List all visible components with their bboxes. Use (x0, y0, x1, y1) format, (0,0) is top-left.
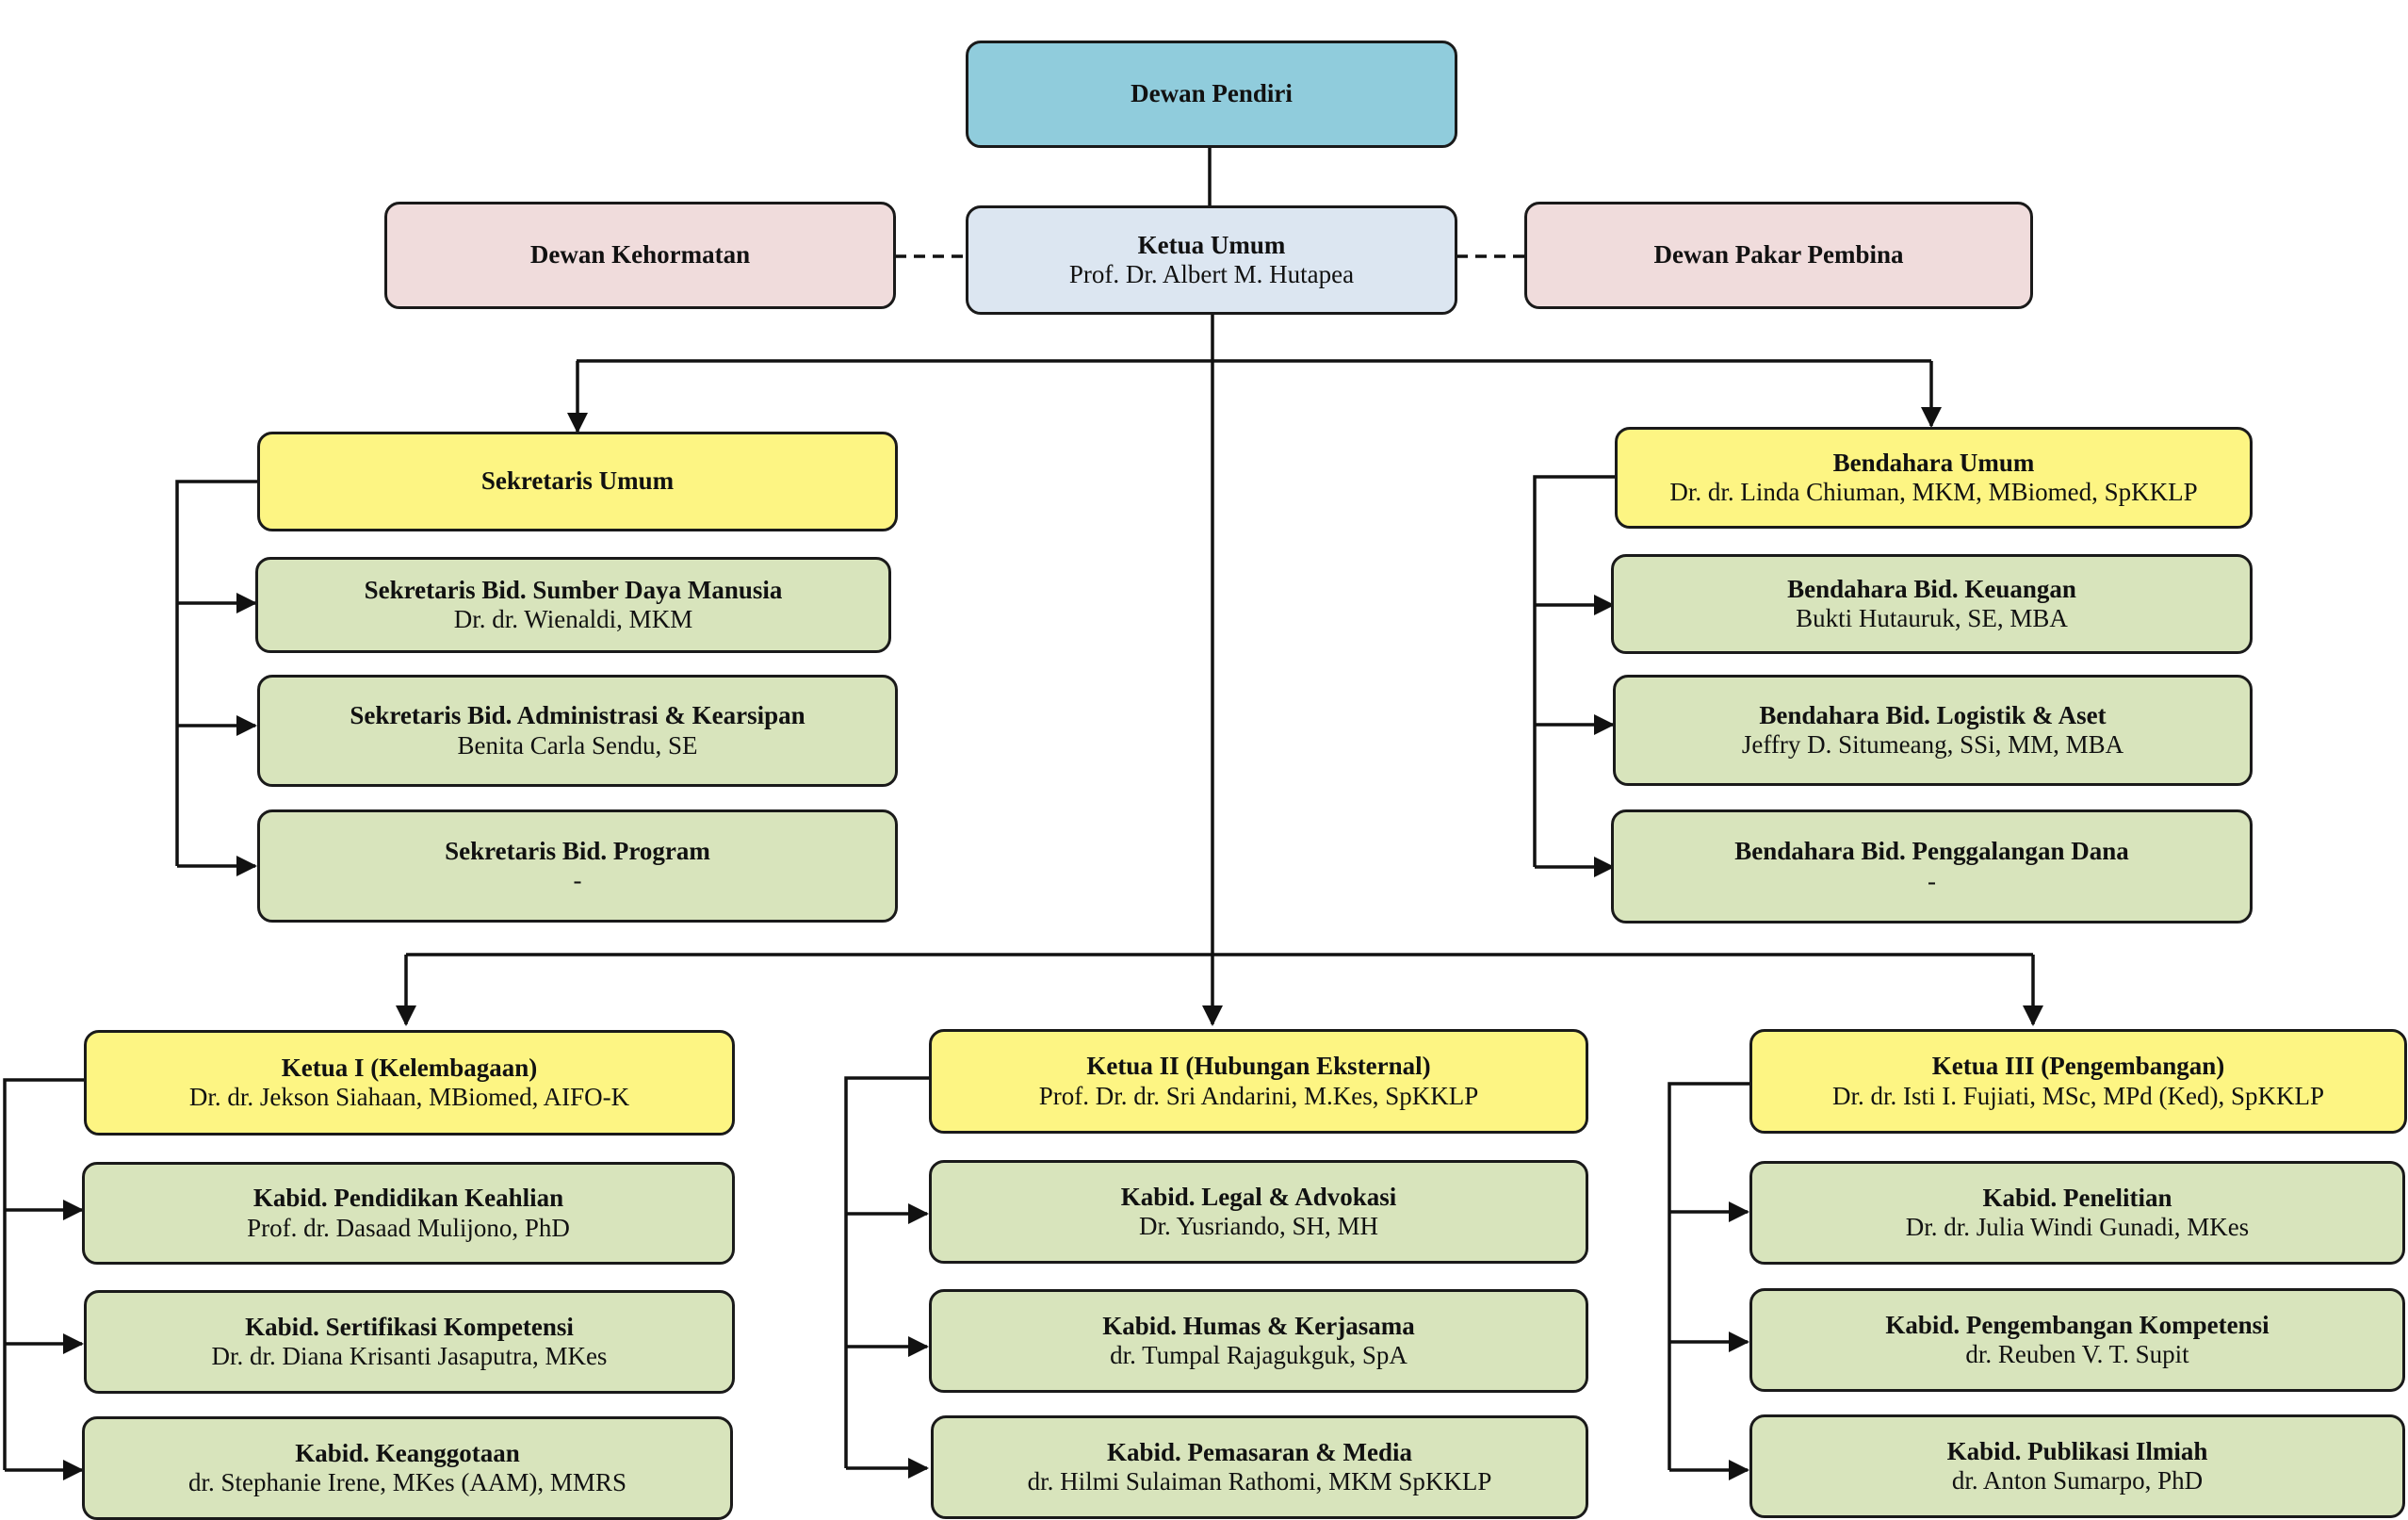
sekretaris-umum-title: Sekretaris Umum (480, 466, 675, 496)
sekretaris-item-3-title: Sekretaris Bid. Program (445, 836, 710, 865)
ketua1-title: Ketua I (Kelembagaan) (281, 1053, 538, 1082)
ketua1-item-3-title: Kabid. Keanggotaan (295, 1438, 520, 1467)
ketua1-box: Ketua I (Kelembagaan) Dr. dr. Jekson Sia… (84, 1030, 735, 1136)
ketua2-item-2: Kabid. Humas & Kerjasama dr. Tumpal Raja… (929, 1289, 1588, 1393)
dewan-pakar-box: Dewan Pakar Pembina (1524, 202, 2033, 309)
bracket-ketua1 (3, 1078, 84, 1470)
ketua1-item-1-title: Kabid. Pendidikan Keahlian (252, 1184, 564, 1213)
bendahara-item-3: Bendahara Bid. Penggalangan Dana - (1611, 809, 2253, 923)
ketua2-name: Prof. Dr. dr. Sri Andarini, M.Kes, SpKKL… (1038, 1081, 1479, 1110)
ketua1-item-3: Kabid. Keanggotaan dr. Stephanie Irene, … (82, 1416, 733, 1520)
bracket-ketua2 (844, 1076, 929, 1468)
ketua1-item-1-name: Prof. dr. Dasaad Mulijono, PhD (247, 1213, 570, 1242)
bracket-sekretaris (175, 480, 257, 866)
ketua3-box: Ketua III (Pengembangan) Dr. dr. Isti I.… (1749, 1029, 2407, 1134)
ketua2-item-3-title: Kabid. Pemasaran & Media (1107, 1437, 1412, 1466)
bendahara-item-3-name: - (1928, 866, 1936, 895)
ketua2-item-3: Kabid. Pemasaran & Media dr. Hilmi Sulai… (931, 1415, 1588, 1519)
bendahara-item-2-title: Bendahara Bid. Logistik & Aset (1759, 700, 2107, 729)
ketua1-item-2-title: Kabid. Sertifikasi Kompetensi (245, 1312, 574, 1341)
ketua3-item-3-name: dr. Anton Sumarpo, PhD (1951, 1466, 2204, 1495)
dewan-pendiri-box: Dewan Pendiri (966, 41, 1457, 148)
ketua-umum-box: Ketua Umum Prof. Dr. Albert M. Hutapea (966, 205, 1457, 315)
ketua3-title: Ketua III (Pengembangan) (1931, 1052, 2225, 1081)
sekretaris-umum-box: Sekretaris Umum (257, 432, 898, 531)
sekretaris-item-1-title: Sekretaris Bid. Sumber Daya Manusia (364, 575, 783, 604)
sekretaris-item-2-title: Sekretaris Bid. Administrasi & Kearsipan (350, 701, 805, 730)
ketua3-item-3: Kabid. Publikasi Ilmiah dr. Anton Sumarp… (1749, 1414, 2405, 1518)
ketua1-item-3-name: dr. Stephanie Irene, MKes (AAM), MMRS (188, 1468, 626, 1496)
dewan-pakar-title: Dewan Pakar Pembina (1653, 240, 1904, 270)
ketua3-item-3-title: Kabid. Publikasi Ilmiah (1946, 1436, 2208, 1465)
ketua2-item-1-name: Dr. Yusriando, SH, MH (1138, 1212, 1378, 1240)
ketua2-box: Ketua II (Hubungan Eksternal) Prof. Dr. … (929, 1029, 1588, 1134)
sekretaris-item-1-name: Dr. dr. Wienaldi, MKM (453, 605, 693, 633)
bendahara-item-3-title: Bendahara Bid. Penggalangan Dana (1734, 837, 2129, 866)
ketua3-name: Dr. dr. Isti I. Fujiati, MSc, MPd (Ked),… (1831, 1081, 2325, 1110)
bracket-bendahara (1533, 475, 1615, 867)
sekretaris-item-2-name: Benita Carla Sendu, SE (457, 730, 698, 760)
bendahara-item-2: Bendahara Bid. Logistik & Aset Jeffry D.… (1613, 675, 2253, 786)
ketua-umum-name: Prof. Dr. Albert M. Hutapea (1068, 260, 1355, 288)
ketua2-title: Ketua II (Hubungan Eksternal) (1086, 1052, 1431, 1081)
ketua2-item-3-name: dr. Hilmi Sulaiman Rathomi, MKM SpKKLP (1027, 1467, 1492, 1495)
bendahara-umum-title: Bendahara Umum (1832, 448, 2035, 477)
ketua2-item-1-title: Kabid. Legal & Advokasi (1120, 1182, 1397, 1211)
ketua3-item-2-title: Kabid. Pengembangan Kompetensi (1885, 1310, 2270, 1339)
ketua-umum-title: Ketua Umum (1137, 230, 1286, 259)
ketua1-name: Dr. dr. Jekson Siahaan, MBiomed, AIFO-K (188, 1083, 630, 1111)
ketua2-item-2-title: Kabid. Humas & Kerjasama (1102, 1311, 1415, 1340)
ketua3-item-2: Kabid. Pengembangan Kompetensi dr. Reube… (1749, 1288, 2405, 1392)
ketua1-item-2-name: Dr. dr. Diana Krisanti Jasaputra, MKes (211, 1342, 608, 1370)
bendahara-umum-name: Dr. dr. Linda Chiuman, MKM, MBiomed, SpK… (1669, 478, 2198, 506)
dewan-kehormatan-title: Dewan Kehormatan (529, 240, 751, 270)
bendahara-item-1-title: Bendahara Bid. Keuangan (1787, 574, 2076, 603)
ketua3-item-1: Kabid. Penelitian Dr. dr. Julia Windi Gu… (1749, 1161, 2405, 1265)
ketua3-item-1-name: Dr. dr. Julia Windi Gunadi, MKes (1905, 1213, 2250, 1241)
bendahara-umum-box: Bendahara Umum Dr. dr. Linda Chiuman, MK… (1615, 427, 2253, 529)
ketua3-item-2-name: dr. Reuben V. T. Supit (1965, 1340, 2189, 1368)
sekretaris-item-1: Sekretaris Bid. Sumber Daya Manusia Dr. … (255, 557, 891, 653)
ketua2-item-1: Kabid. Legal & Advokasi Dr. Yusriando, S… (929, 1160, 1588, 1264)
bendahara-item-1: Bendahara Bid. Keuangan Bukti Hutauruk, … (1611, 554, 2253, 654)
ketua3-item-1-title: Kabid. Penelitian (1982, 1183, 2172, 1212)
sekretaris-item-3-name: - (573, 866, 582, 894)
bendahara-item-2-name: Jeffry D. Situmeang, SSi, MM, MBA (1741, 730, 2124, 759)
bracket-ketua3 (1668, 1082, 1749, 1470)
ketua1-item-2: Kabid. Sertifikasi Kompetensi Dr. dr. Di… (84, 1290, 735, 1394)
bendahara-item-1-name: Bukti Hutauruk, SE, MBA (1796, 604, 2068, 632)
dewan-pendiri-title: Dewan Pendiri (1131, 79, 1293, 108)
sekretaris-item-2: Sekretaris Bid. Administrasi & Kearsipan… (257, 675, 898, 787)
ketua2-item-2-name: dr. Tumpal Rajagukguk, SpA (1110, 1341, 1407, 1369)
dewan-kehormatan-box: Dewan Kehormatan (384, 202, 896, 309)
ketua1-item-1: Kabid. Pendidikan Keahlian Prof. dr. Das… (82, 1162, 735, 1265)
sekretaris-item-3: Sekretaris Bid. Program - (257, 809, 898, 923)
